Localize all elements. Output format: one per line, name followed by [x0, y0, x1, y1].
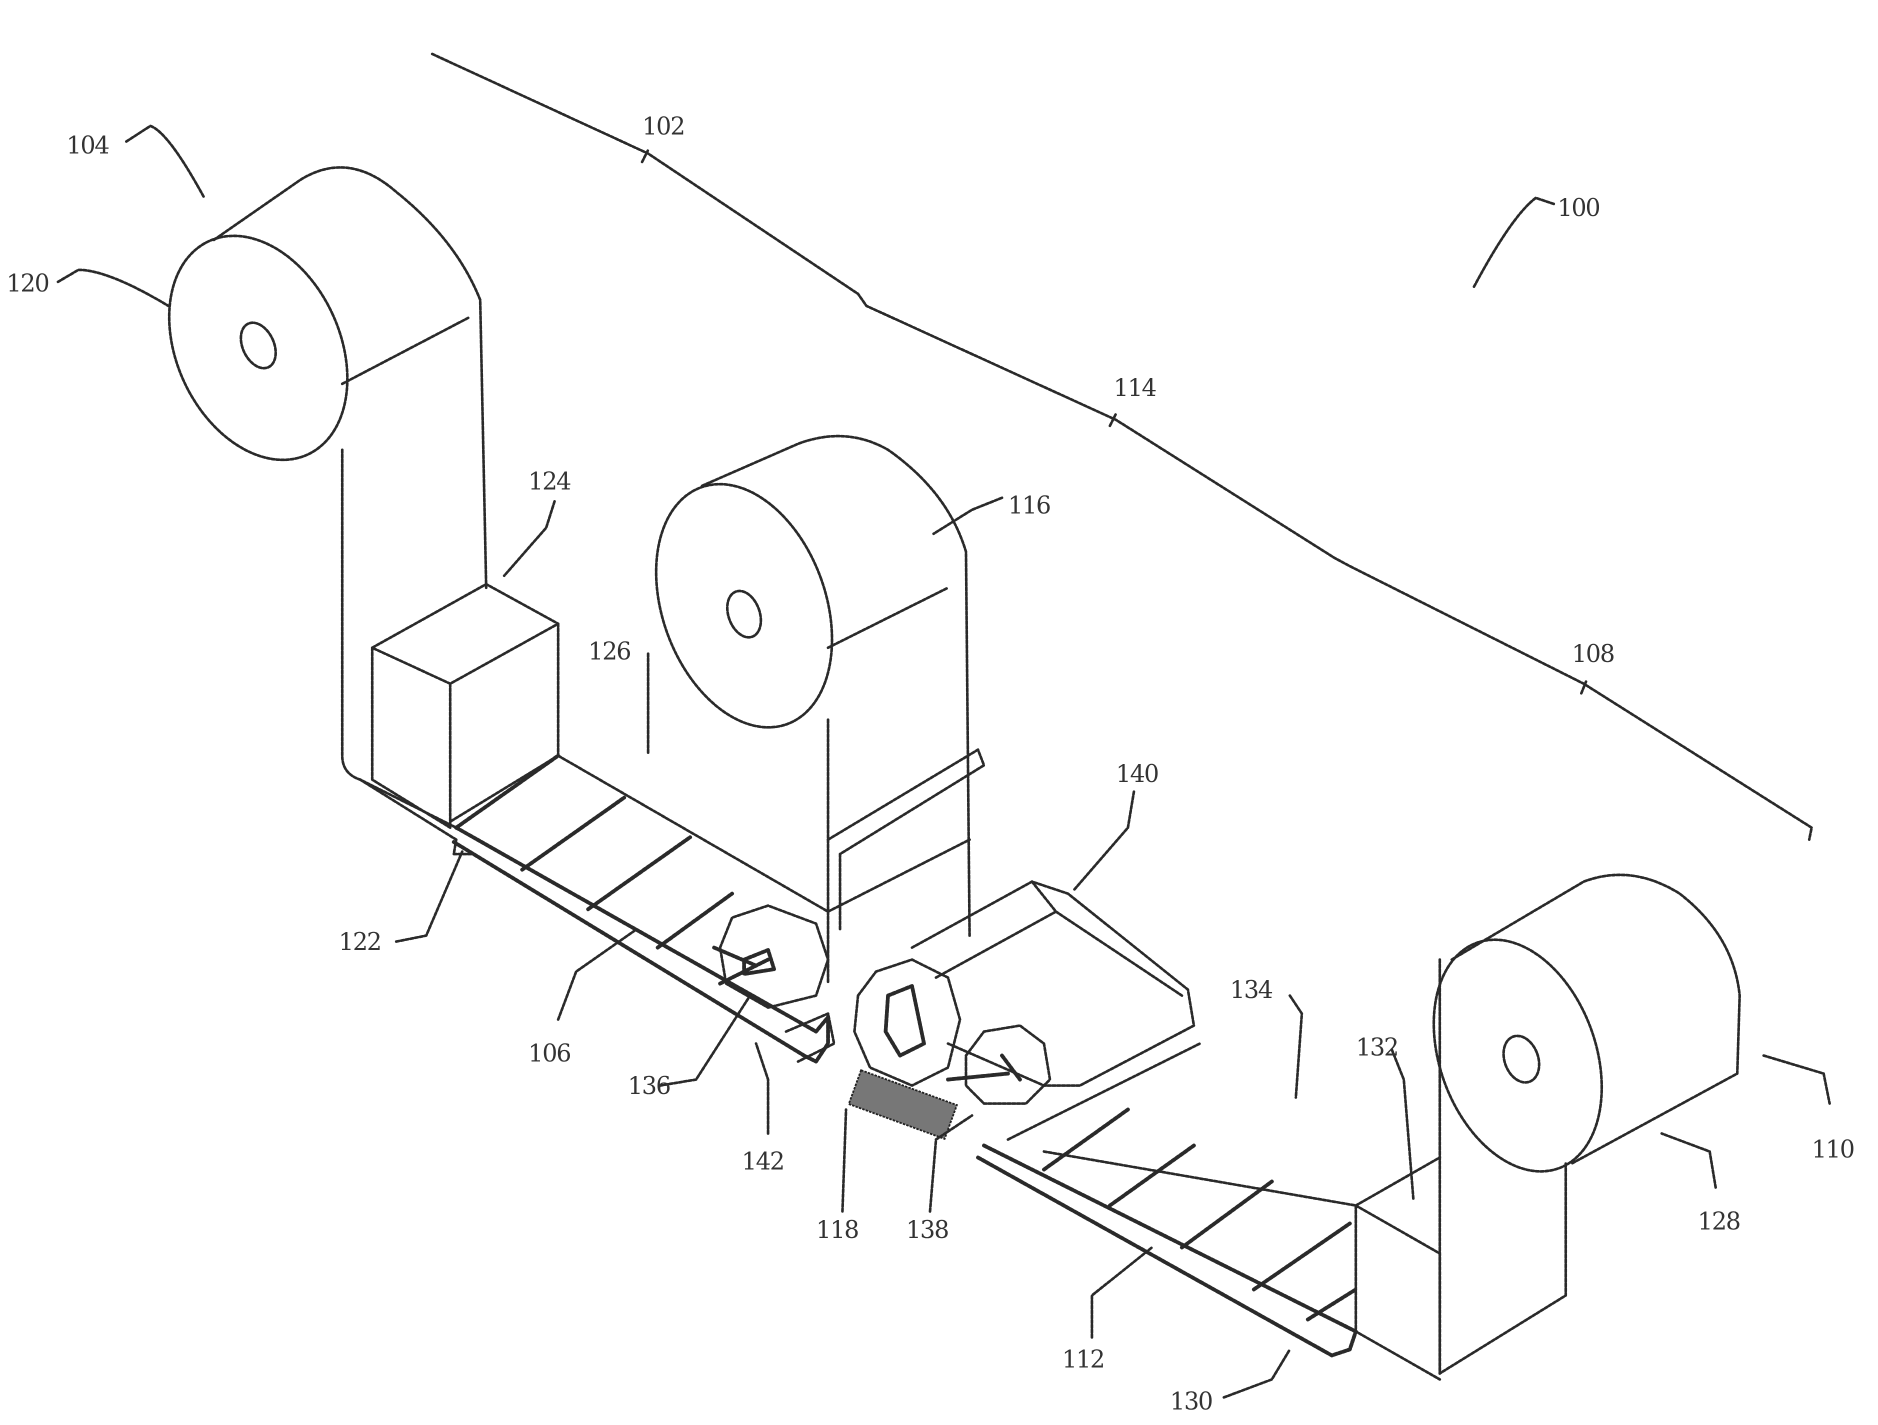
leader-lines: [58, 126, 1830, 1397]
label-116: 116: [1008, 491, 1050, 519]
label-102: 102: [642, 112, 684, 140]
label-108: 108: [1572, 640, 1614, 668]
label-142: 142: [742, 1148, 784, 1176]
label-126: 126: [588, 638, 630, 666]
label-120: 120: [6, 269, 48, 297]
splicer-unit: [849, 882, 1194, 1139]
label-122: 122: [339, 928, 381, 956]
label-110: 110: [1812, 1136, 1854, 1164]
path-line: [432, 54, 1811, 840]
label-124: 124: [528, 467, 571, 495]
label-130: 130: [1170, 1387, 1212, 1415]
label-138: 138: [906, 1216, 948, 1244]
first-unit: [135, 167, 984, 1061]
label-112: 112: [1062, 1345, 1104, 1373]
label-132: 132: [1356, 1034, 1398, 1062]
label-118: 118: [816, 1216, 858, 1244]
reference-labels: 104 102 100 120 114 124 116 126 108 140 …: [6, 112, 1853, 1415]
label-136: 136: [628, 1072, 670, 1100]
label-128: 128: [1698, 1207, 1740, 1235]
label-140: 140: [1116, 760, 1158, 788]
label-106: 106: [528, 1040, 570, 1068]
label-100: 100: [1557, 194, 1599, 222]
label-134: 134: [1230, 976, 1273, 1004]
label-104: 104: [66, 132, 109, 160]
label-114: 114: [1114, 374, 1157, 402]
